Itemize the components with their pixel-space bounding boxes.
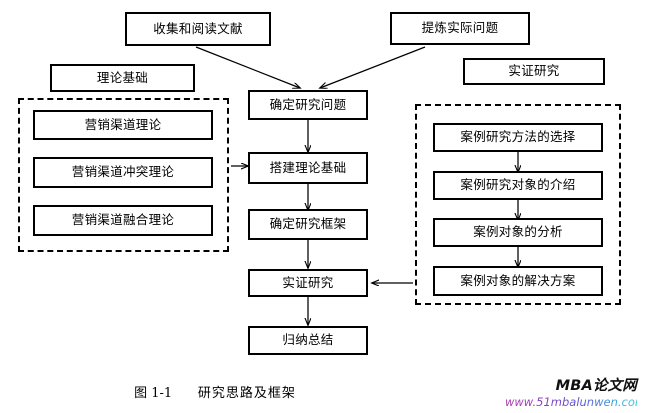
node-label: 案例研究方法的选择: [460, 129, 576, 145]
node-channel-integration-theory[interactable]: 营销渠道融合理论: [33, 205, 213, 236]
node-label: 提炼实际问题: [421, 20, 499, 36]
node-case-subject-analysis[interactable]: 案例对象的分析: [433, 218, 603, 247]
node-label: 确定研究问题: [269, 96, 347, 112]
node-label: 营销渠道融合理论: [71, 212, 175, 228]
theory-group-container: [18, 98, 229, 252]
header-label: 实证研究: [508, 63, 560, 79]
node-case-subject-intro[interactable]: 案例研究对象的介绍: [433, 171, 603, 200]
figure-caption: 图 1-1 研究思路及框架: [0, 382, 430, 401]
node-determine-framework[interactable]: 确定研究框架: [248, 209, 368, 240]
node-case-solution[interactable]: 案例对象的解决方案: [433, 266, 603, 296]
node-summary[interactable]: 归纳总结: [248, 326, 368, 355]
figure-title: 研究思路及框架: [197, 386, 296, 401]
node-collect-literature[interactable]: 收集和阅读文献: [125, 12, 271, 46]
header-theory-basis[interactable]: 理论基础: [50, 64, 195, 92]
node-label: 案例对象的分析: [473, 224, 563, 240]
node-label: 实证研究: [282, 274, 334, 290]
arrow-problem-to-question: [320, 46, 426, 88]
figure-number: 图 1-1: [134, 386, 173, 401]
node-label: 搭建理论基础: [269, 159, 347, 175]
node-label: 营销渠道冲突理论: [71, 164, 175, 180]
arrow-lit-to-question: [195, 46, 300, 88]
node-build-theory-basis[interactable]: 搭建理论基础: [248, 152, 368, 184]
node-refine-problem[interactable]: 提炼实际问题: [390, 12, 530, 45]
node-empirical-research[interactable]: 实证研究: [248, 269, 368, 297]
node-determine-research-question[interactable]: 确定研究问题: [248, 90, 368, 120]
node-label: 确定研究框架: [269, 216, 347, 232]
node-label: 营销渠道理论: [84, 116, 162, 132]
watermark-url: www.51mbalunwen.com: [505, 394, 645, 409]
node-label: 案例对象的解决方案: [460, 272, 576, 288]
node-case-method-selection[interactable]: 案例研究方法的选择: [433, 123, 603, 152]
node-label: 收集和阅读文献: [153, 20, 243, 36]
node-channel-conflict-theory[interactable]: 营销渠道冲突理论: [33, 157, 213, 188]
watermark-brand: MBA论文网: [555, 378, 637, 394]
watermark: MBA论文网 www.51mbalunwen.com: [505, 378, 645, 410]
node-label: 案例研究对象的介绍: [460, 177, 576, 193]
node-marketing-channel-theory[interactable]: 营销渠道理论: [33, 110, 213, 140]
header-empirical-research[interactable]: 实证研究: [463, 58, 605, 85]
node-label: 归纳总结: [282, 332, 334, 348]
case-group-container: [415, 104, 621, 305]
header-label: 理论基础: [96, 69, 149, 85]
